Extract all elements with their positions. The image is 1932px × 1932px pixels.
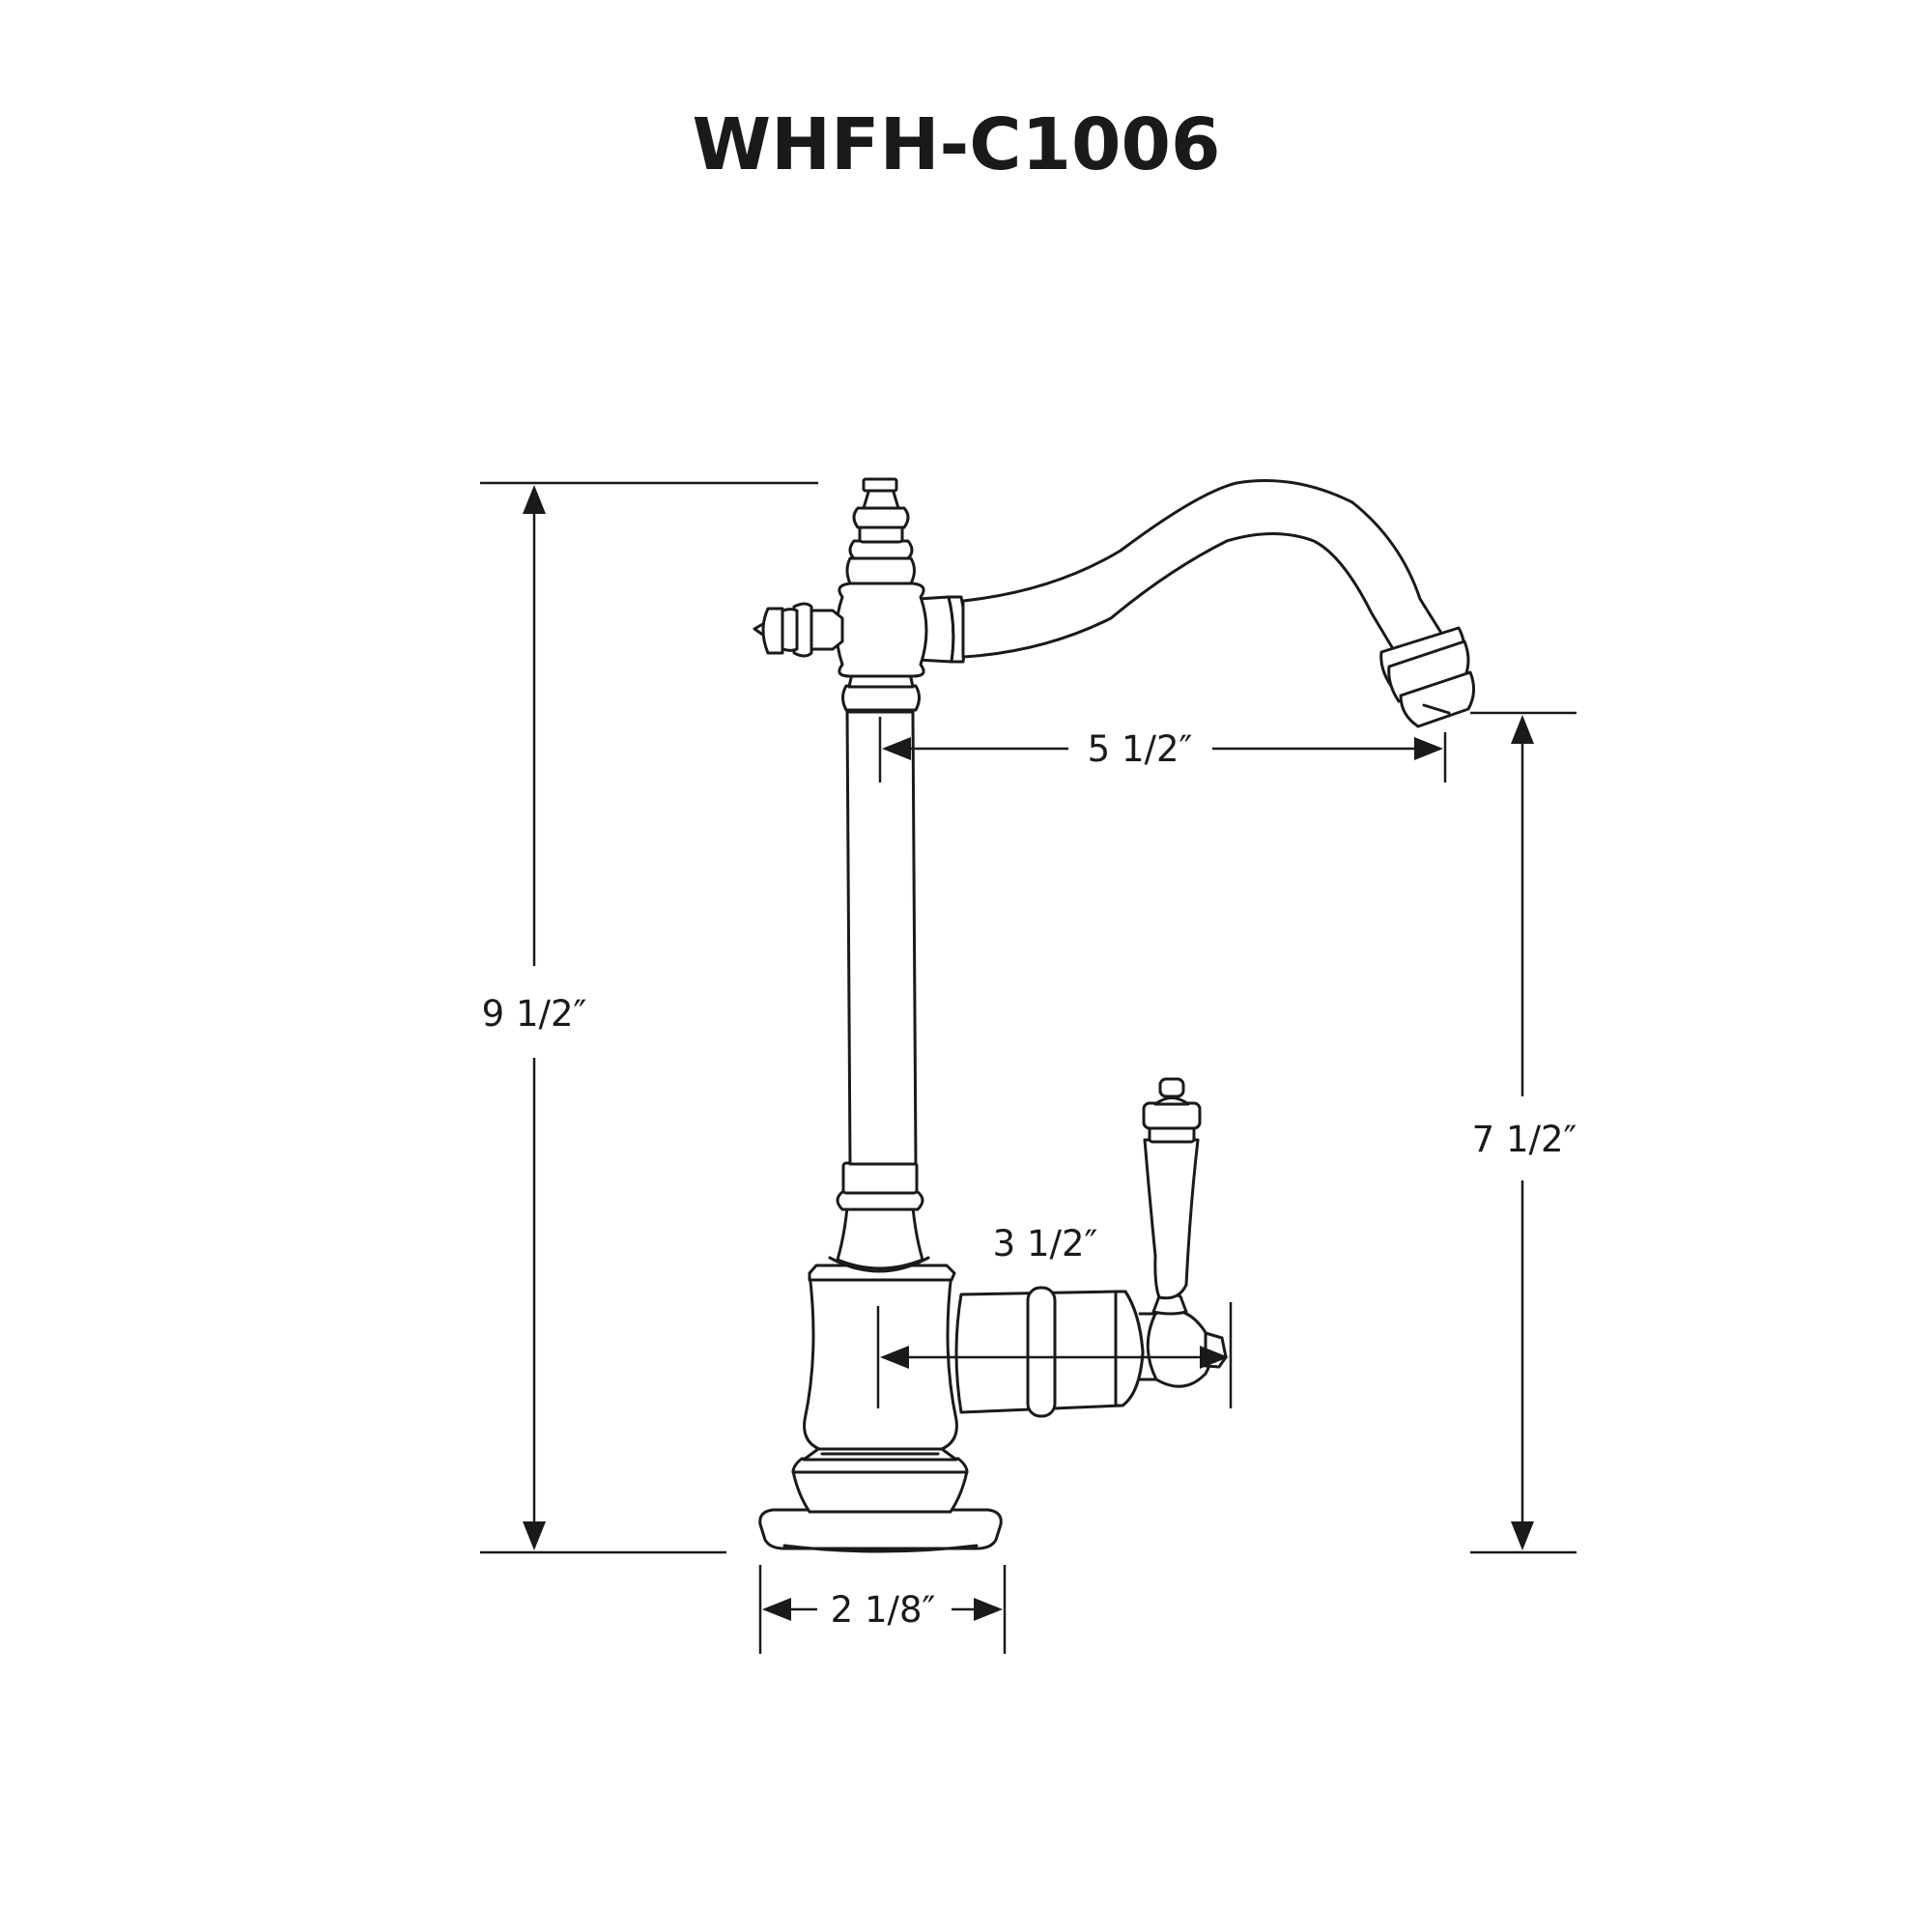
base-diameter-dimension: 2 1/8″ <box>758 1565 1007 1654</box>
base-plate <box>758 1508 1003 1553</box>
handle-reach-dimension: 3 1/2″ <box>876 1223 1233 1408</box>
spout-reach-label: 5 1/2″ <box>1088 728 1193 770</box>
faucet-drawing <box>753 477 1475 1553</box>
spout-reach-dimension: 5 1/2″ <box>878 717 1447 782</box>
base-diameter-label: 2 1/8″ <box>831 1589 936 1631</box>
base-collar <box>791 1447 969 1514</box>
valve-body <box>803 1256 958 1451</box>
handle-reach-label: 3 1/2″ <box>993 1223 1098 1264</box>
overall-height-dimension: 9 1/2″ <box>480 481 818 1554</box>
faucet-column <box>836 710 924 1270</box>
faucet-spout <box>961 479 1475 728</box>
overall-height-label: 9 1/2″ <box>482 993 587 1035</box>
upper-hub <box>753 477 967 712</box>
model-title: WHFH-C1006 <box>692 103 1220 186</box>
spout-height-dimension: 7 1/2″ <box>1470 711 1577 1554</box>
spout-height-label: 7 1/2″ <box>1472 1119 1577 1160</box>
dimension-annotations: 9 1/2″ 7 1/2″ 5 1/2″ <box>480 481 1577 1654</box>
